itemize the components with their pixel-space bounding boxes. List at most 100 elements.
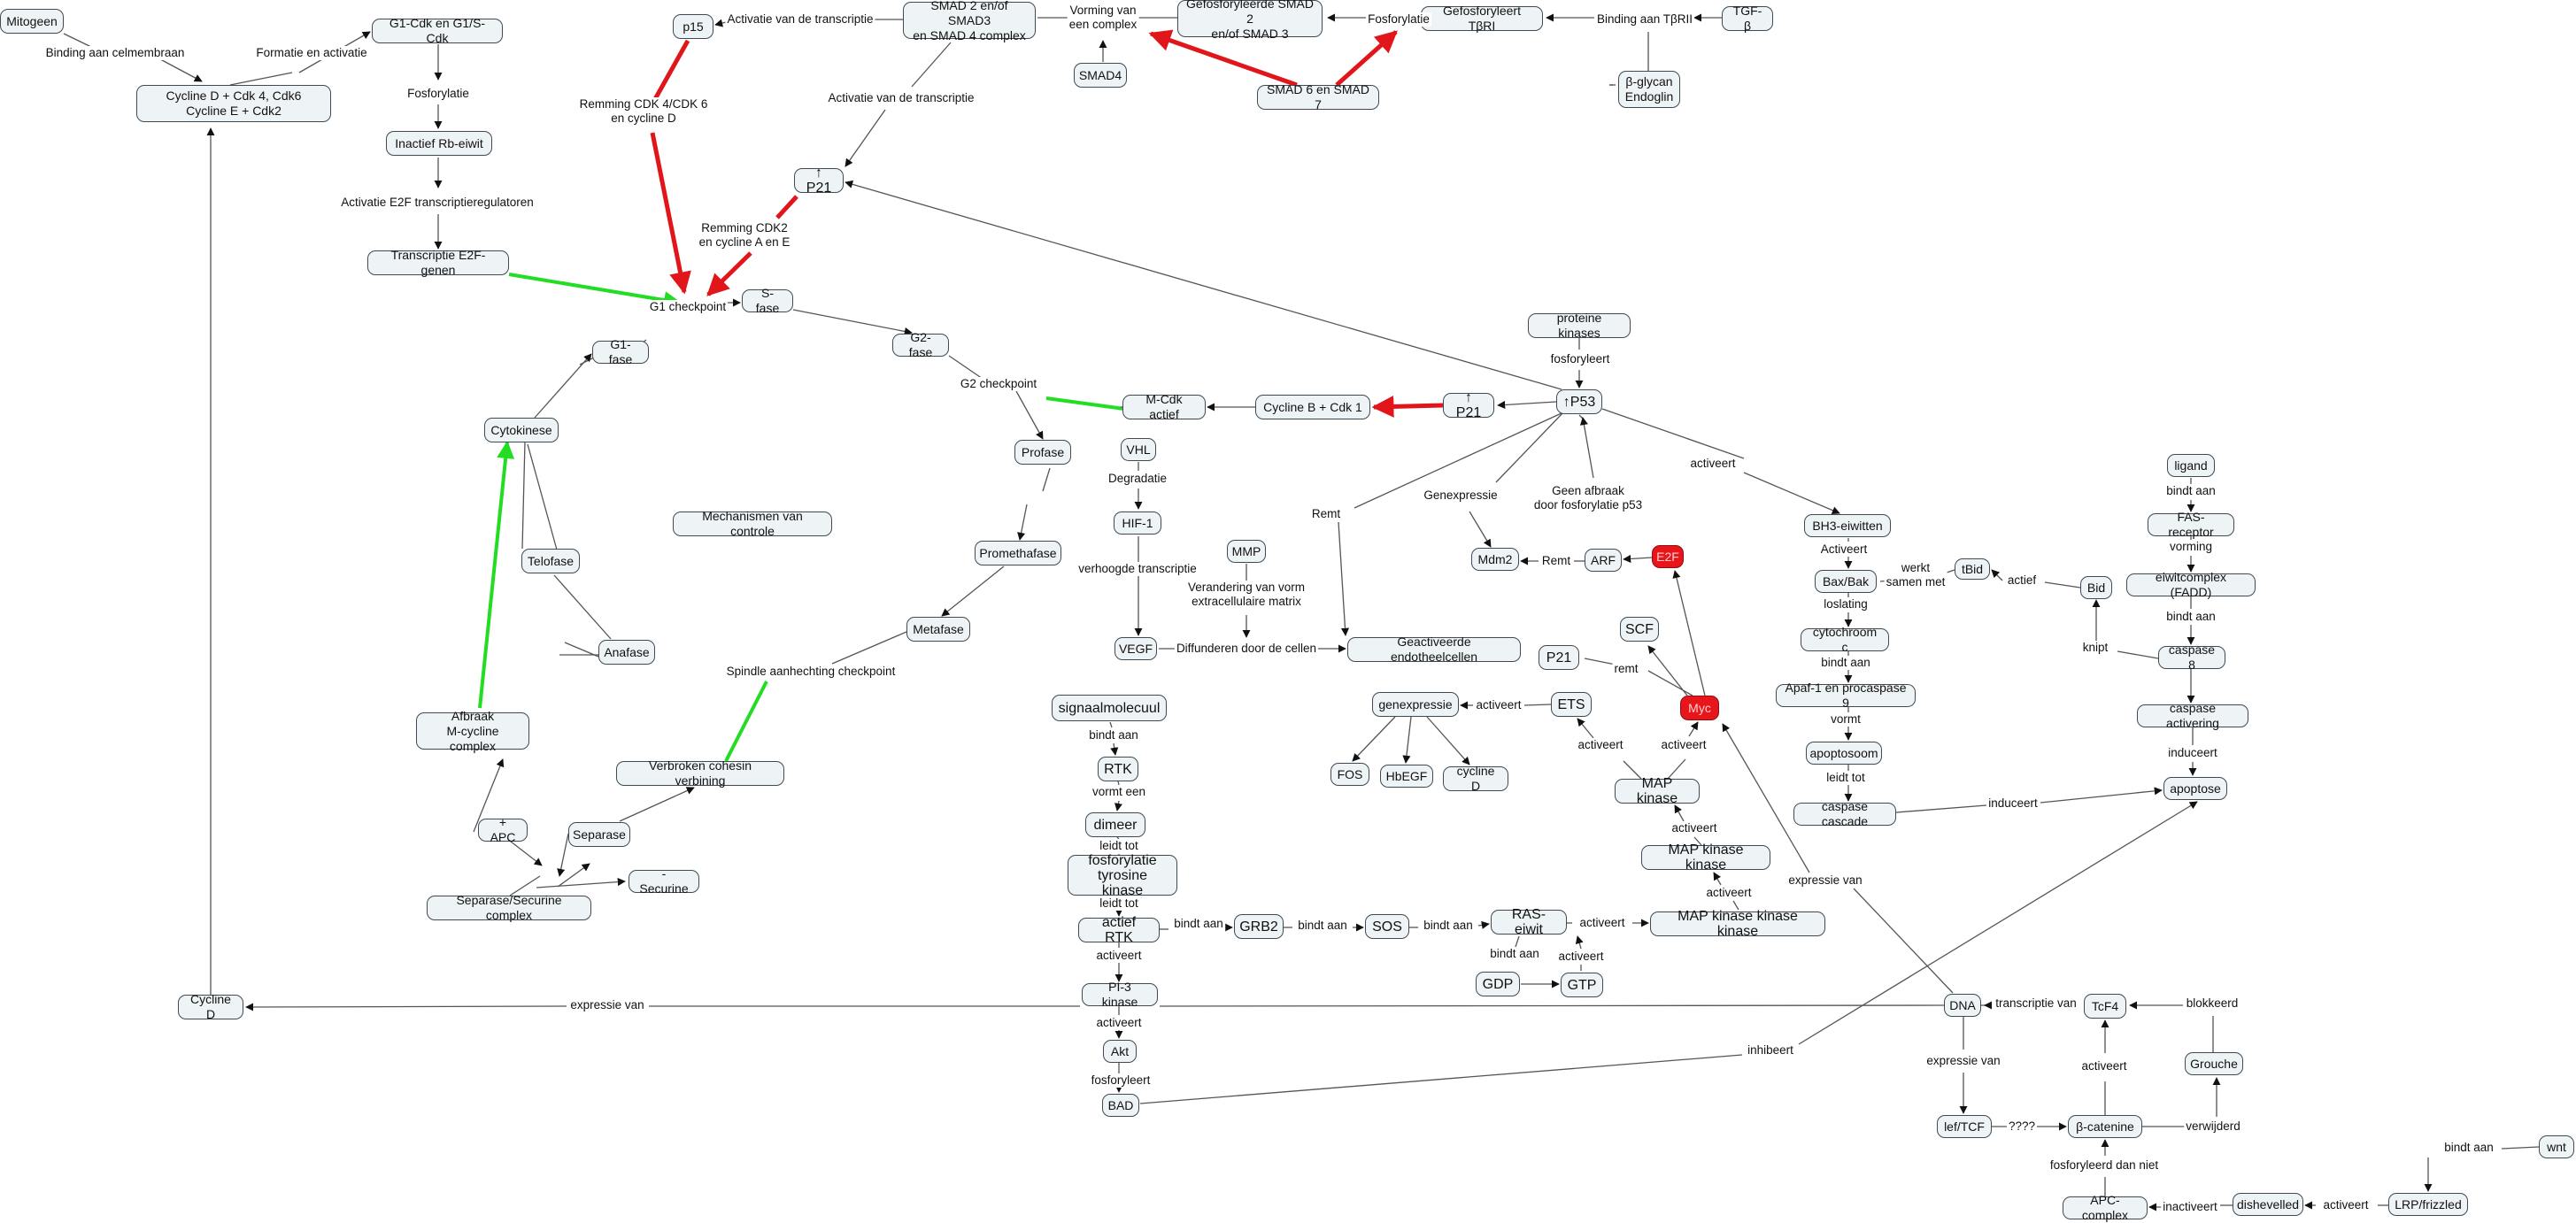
node-g2-fase[interactable]: G2-fase xyxy=(892,330,949,359)
node-promethafase[interactable]: Promethafase xyxy=(975,541,1061,565)
node-label: SMAD 6 en SMAD 7 xyxy=(1267,82,1369,112)
node-lrp-frizzled[interactable]: LRP/frizzled xyxy=(2388,1193,2468,1216)
node-eiwitcomplex-fadd[interactable]: eiwitcomplex (FADD) xyxy=(2126,570,2256,599)
node-map-kinase-kinase[interactable]: MAP kinase kinase xyxy=(1641,842,1770,873)
node-telofase[interactable]: Telofase xyxy=(521,549,580,573)
node-bad[interactable]: BAD xyxy=(1102,1094,1139,1117)
node-map-kinase-kinase-kinase[interactable]: MAP kinase kinase kinase xyxy=(1650,909,1825,939)
node-grb2[interactable]: GRB2 xyxy=(1234,914,1284,939)
node-apc-plus[interactable]: + APC xyxy=(478,815,528,844)
node-afbraak-m-cycline[interactable]: Afbraak M-cycline complex xyxy=(416,709,529,753)
node-proteine-kinases[interactable]: proteine kinases xyxy=(1528,311,1631,340)
node-label: Separase xyxy=(573,827,626,842)
node-verbroken-cohesin[interactable]: Verbroken cohesin verbining xyxy=(616,758,784,788)
node-actief-rtk[interactable]: actief RTK xyxy=(1078,915,1160,945)
node-myc[interactable]: Myc xyxy=(1680,696,1719,720)
node-label: ↑ P21 xyxy=(1455,390,1482,420)
node-fosforylatie-tyrosine-kinase[interactable]: fosforylatie tyrosine kinase xyxy=(1068,853,1177,898)
node-inactief-rb-eiwit[interactable]: Inactief Rb-eiwit xyxy=(386,131,492,156)
node-cycline-d-cdk-complex[interactable]: Cycline D + Cdk 4, Cdk6 Cycline E + Cdk2 xyxy=(136,85,331,122)
node-smad-6-7[interactable]: SMAD 6 en SMAD 7 xyxy=(1257,82,1379,112)
node-anafase[interactable]: Anafase xyxy=(598,640,655,665)
node-wnt[interactable]: wnt xyxy=(2539,1135,2574,1158)
node-s-fase[interactable]: S-fase xyxy=(742,286,793,315)
node-dishevelled[interactable]: dishevelled xyxy=(2233,1193,2303,1216)
node-rtk[interactable]: RTK xyxy=(1098,757,1138,781)
node-hif1[interactable]: HIF-1 xyxy=(1114,512,1161,535)
node-apoptose[interactable]: apoptose xyxy=(2163,777,2227,800)
node-arf[interactable]: ARF xyxy=(1585,549,1622,572)
relation-connector xyxy=(1732,900,1739,911)
node-p21-mid[interactable]: ↑ P21 xyxy=(1443,390,1494,420)
node-map-kinase[interactable]: MAP kinase xyxy=(1615,776,1700,806)
node-bax-bak[interactable]: Bax/Bak xyxy=(1815,570,1877,593)
node-akt[interactable]: Akt xyxy=(1103,1040,1137,1063)
node-tcf4[interactable]: TcF4 xyxy=(2084,994,2126,1019)
node-p53[interactable]: ↑P53 xyxy=(1556,389,1602,414)
relation-connector xyxy=(2501,1146,2540,1150)
node-bid[interactable]: Bid xyxy=(2080,576,2112,599)
node-ets[interactable]: ETS xyxy=(1551,692,1592,717)
node-beta-catenine[interactable]: β-catenine xyxy=(2068,1115,2142,1138)
node-transcriptie-e2f-genen[interactable]: Transcriptie E2F-genen xyxy=(367,248,509,277)
node-mitogeen[interactable]: Mitogeen xyxy=(0,9,64,34)
node-lef-tcf[interactable]: lef/TCF xyxy=(1937,1115,1992,1138)
node-smad4[interactable]: SMAD4 xyxy=(1074,63,1127,88)
node-beta-glycan[interactable]: β-glycan Endoglin xyxy=(1618,71,1680,108)
relation-connector xyxy=(63,33,94,49)
node-grouche[interactable]: Grouche xyxy=(2185,1052,2243,1075)
node-p21-low[interactable]: P21 xyxy=(1539,645,1579,670)
node-cycline-d-bottom[interactable]: Cycline D xyxy=(178,992,243,1021)
node-separase[interactable]: Separase xyxy=(568,822,630,847)
node-e2f[interactable]: E2F xyxy=(1652,545,1684,568)
node-cytokinese[interactable]: Cytokinese xyxy=(484,418,559,442)
node-metafase[interactable]: Metafase xyxy=(906,617,970,642)
node-gtp[interactable]: GTP xyxy=(1561,973,1603,997)
node-label: MMP xyxy=(1231,543,1261,558)
node-cytochroom-c[interactable]: cytochroom c xyxy=(1801,625,1889,654)
node-gefosforyleerde-smad[interactable]: Gefosforyleerde SMAD 2 en/of SMAD 3 xyxy=(1177,0,1323,41)
node-sos[interactable]: SOS xyxy=(1365,914,1409,939)
node-cycline-b-cdk1[interactable]: Cycline B + Cdk 1 xyxy=(1255,395,1370,419)
node-apoptosoom[interactable]: apoptosoom xyxy=(1806,742,1882,765)
node-signaalmolecuul[interactable]: signaalmolecuul xyxy=(1052,695,1167,721)
node-caspase-activering[interactable]: caspase activering xyxy=(2137,701,2248,730)
node-caspase-8[interactable]: caspase 8 xyxy=(2158,642,2225,672)
node-g1-fase[interactable]: G1-fase xyxy=(592,337,649,366)
node-tgf-beta[interactable]: TGF-β xyxy=(1722,4,1773,33)
node-ligand[interactable]: ligand xyxy=(2167,454,2215,477)
node-p21-top[interactable]: ↑ P21 xyxy=(794,165,844,196)
inhibition-connector xyxy=(1371,395,1444,418)
node-mechanismen-van-controle[interactable]: Mechanismen van controle xyxy=(673,509,832,538)
node-vhl[interactable]: VHL xyxy=(1121,438,1156,461)
relation-connector xyxy=(527,443,560,560)
node-genexpressie[interactable]: genexpressie xyxy=(1372,692,1459,717)
node-fos[interactable]: FOS xyxy=(1330,763,1369,786)
node-hbegf[interactable]: HbEGF xyxy=(1380,765,1433,788)
node-vegf[interactable]: VEGF xyxy=(1114,637,1157,660)
node-bh3-eiwitten[interactable]: BH3-eiwitten xyxy=(1804,514,1891,537)
node-smad-complex[interactable]: SMAD 2 en/of SMAD3 en SMAD 4 complex xyxy=(903,0,1036,42)
node-p15[interactable]: p15 xyxy=(673,14,713,39)
node-mmp[interactable]: MMP xyxy=(1227,540,1266,563)
node-securine[interactable]: - Securine xyxy=(629,866,699,896)
node-dna[interactable]: DNA xyxy=(1944,994,1981,1017)
node-pi3-kinase[interactable]: PI-3 kinase xyxy=(1082,980,1158,1009)
node-profase[interactable]: Profase xyxy=(1014,440,1071,465)
node-caspase-cascade[interactable]: caspase cascade xyxy=(1793,799,1896,828)
node-apaf1[interactable]: Apaf-1 en procaspase 9 xyxy=(1776,681,1916,710)
node-ras-eiwit[interactable]: RAS-eiwit xyxy=(1491,907,1567,937)
node-apc-complex[interactable]: APC-complex xyxy=(2063,1193,2148,1222)
node-mdm2[interactable]: Mdm2 xyxy=(1471,548,1519,571)
node-g1-cdk[interactable]: G1-Cdk en G1/S-Cdk xyxy=(372,16,503,45)
node-cycline-d-small[interactable]: cycline D xyxy=(1443,764,1508,793)
node-gefosforyleert-tbri[interactable]: Gefosforyleert TβRI xyxy=(1421,4,1543,33)
node-scf[interactable]: SCF xyxy=(1620,617,1659,642)
node-geactiveerde-endotheelcellen[interactable]: Geactiveerde endotheelcellen xyxy=(1347,635,1521,664)
node-separase-securine[interactable]: Separase/Securine complex xyxy=(427,893,591,922)
node-fas-receptor[interactable]: FAS-receptor xyxy=(2148,510,2234,539)
node-tbid[interactable]: tBid xyxy=(1955,558,1990,580)
node-m-cdk-actief[interactable]: M-Cdk actief xyxy=(1122,392,1206,421)
node-gdp[interactable]: GDP xyxy=(1476,972,1520,996)
node-dimeer[interactable]: dimeer xyxy=(1085,812,1145,837)
